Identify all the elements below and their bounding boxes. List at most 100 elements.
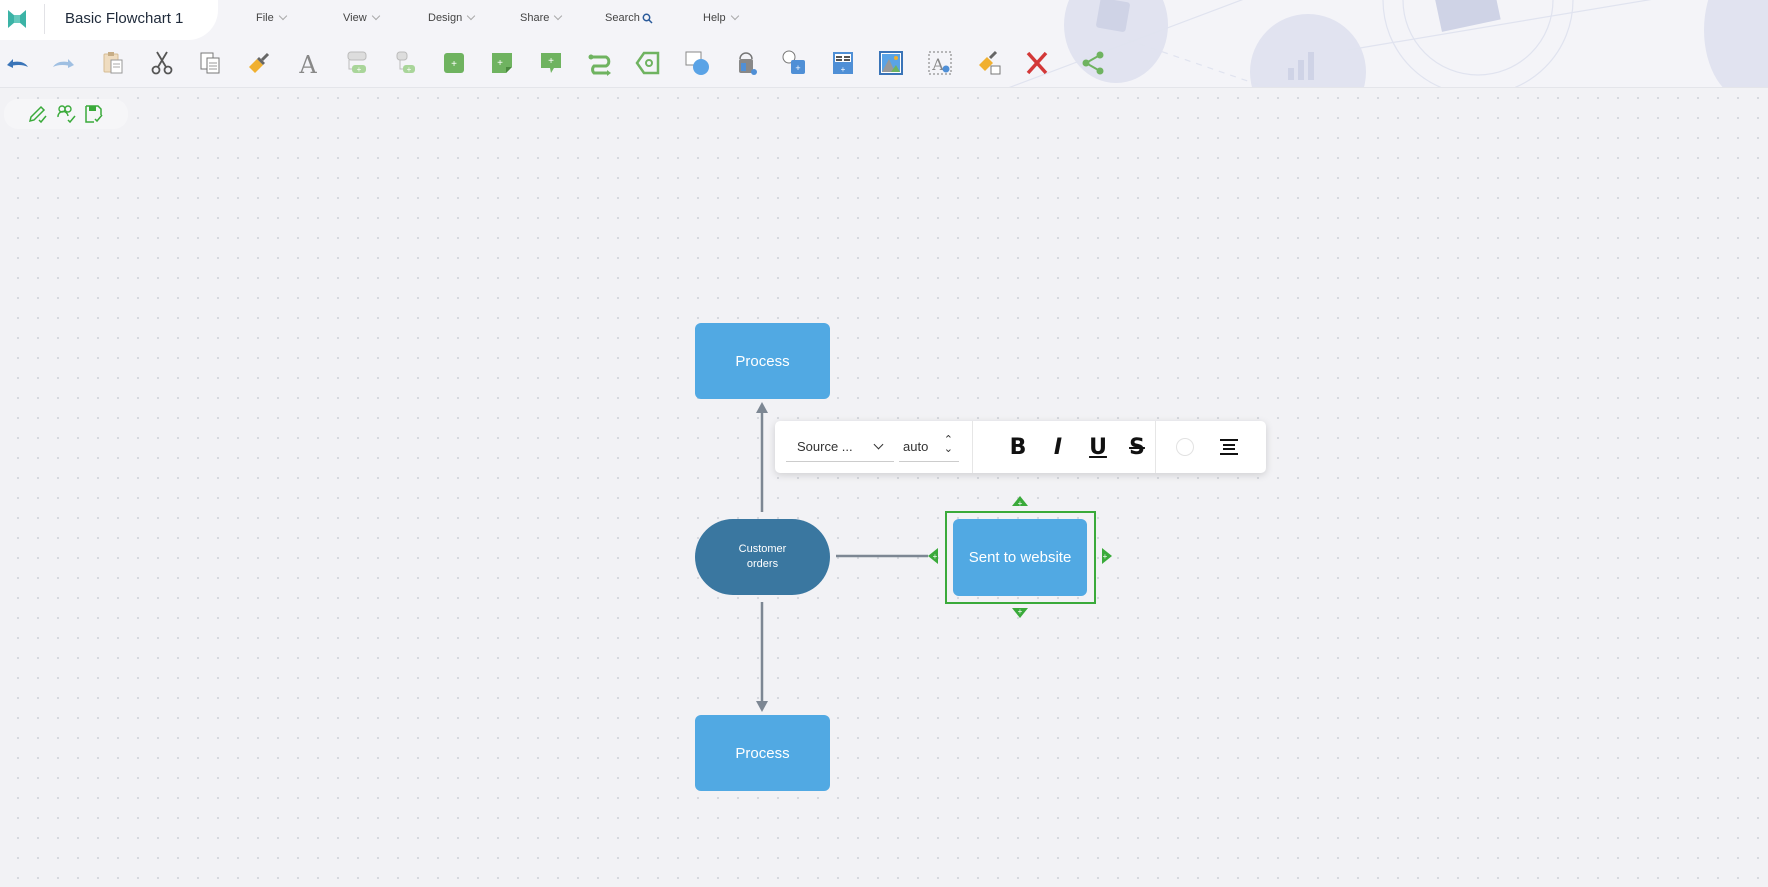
menu-search-label: Search <box>605 12 640 24</box>
stepper-icon[interactable]: ⌃⌄ <box>943 434 953 455</box>
add-image-shape-button[interactable]: + <box>777 46 811 80</box>
fill-button[interactable] <box>729 46 763 80</box>
shape-button[interactable] <box>680 46 714 80</box>
document-tab: Basic Flowchart 1 <box>0 0 218 40</box>
undo-icon <box>7 59 28 68</box>
copy-button[interactable] <box>193 46 227 80</box>
callout-icon: + <box>541 53 561 73</box>
undo-button[interactable] <box>0 46 34 80</box>
menu-search[interactable]: Search <box>605 12 653 24</box>
document-title[interactable]: Basic Flowchart 1 <box>65 10 184 27</box>
svg-text:A: A <box>931 55 944 74</box>
layout-button[interactable]: + <box>826 46 860 80</box>
menu-design[interactable]: Design <box>428 11 476 24</box>
paint-bucket-icon <box>739 52 757 75</box>
add-sibling-topic-icon: + <box>347 51 367 74</box>
chevron-down-icon <box>554 11 563 21</box>
selection-box[interactable] <box>945 511 1096 604</box>
font-size-select[interactable]: auto ⌃⌄ <box>899 432 959 462</box>
clear-format-icon <box>979 50 1001 75</box>
text-a-icon: A <box>298 51 317 77</box>
text-format-popup: Source ... auto ⌃⌄ B I U S <box>775 421 1266 473</box>
logo-separator <box>44 4 45 34</box>
save-button[interactable] <box>82 102 106 126</box>
cut-button[interactable] <box>145 46 179 80</box>
strikethrough-button[interactable]: S <box>1129 434 1145 460</box>
chevron-down-icon <box>371 11 380 21</box>
node-label-line-2: orders <box>746 558 779 570</box>
format-painter-button[interactable] <box>242 46 276 80</box>
align-center-icon[interactable] <box>1217 435 1241 459</box>
divider <box>1155 421 1156 473</box>
font-size-value: auto <box>903 439 929 454</box>
node-label: Customer orders <box>739 542 787 572</box>
chevron-down-icon <box>278 11 287 21</box>
menu-share[interactable]: Share <box>520 11 563 24</box>
node-sent-to-website[interactable]: Sent to website <box>953 519 1087 596</box>
add-node-left-handle[interactable]: + <box>926 547 944 565</box>
clear-format-button[interactable] <box>972 46 1006 80</box>
delete-button[interactable] <box>1020 46 1054 80</box>
node-process-top[interactable]: Process <box>695 323 830 399</box>
arrowhead-up-icon <box>756 402 768 413</box>
font-family-select[interactable]: Source ... <box>786 432 894 462</box>
node-customer-orders[interactable]: Customer orders <box>695 519 830 595</box>
connector-button[interactable] <box>583 46 617 80</box>
menu-file[interactable]: File <box>256 11 287 24</box>
tag-button[interactable] <box>631 46 665 80</box>
add-note-button[interactable]: + <box>485 46 519 80</box>
save-check-icon <box>85 105 103 123</box>
node-process-bottom[interactable]: Process <box>695 715 830 791</box>
delete-x-icon <box>1026 51 1048 75</box>
app-header: Basic Flowchart 1 File View Design Share… <box>0 0 1768 88</box>
chevron-down-icon <box>873 439 884 450</box>
menu-view[interactable]: View <box>343 11 380 24</box>
note-icon: + <box>492 53 512 73</box>
app-logo-icon[interactable] <box>6 8 28 30</box>
copy-icon <box>200 52 220 74</box>
add-sibling-topic-button[interactable]: + <box>339 46 373 80</box>
svg-text:+: + <box>795 63 800 73</box>
add-topic-button[interactable]: + <box>437 46 471 80</box>
svg-text:+: + <box>407 65 412 74</box>
insert-image-button[interactable] <box>874 46 908 80</box>
add-child-topic-button[interactable]: + <box>388 46 422 80</box>
italic-button[interactable]: I <box>1053 434 1063 460</box>
chevron-down-icon <box>467 11 476 21</box>
svg-text:+: + <box>451 59 457 70</box>
text-box-icon: A <box>928 51 952 75</box>
quick-actions-bar <box>4 99 128 129</box>
menu-design-label: Design <box>428 12 463 24</box>
text-button[interactable]: A <box>291 46 325 80</box>
format-painter-icon <box>249 52 270 73</box>
insert-text-box-button[interactable]: A <box>923 46 957 80</box>
add-node-down-handle[interactable]: + <box>1011 602 1029 620</box>
edit-mode-button[interactable] <box>26 102 50 126</box>
svg-text:A: A <box>298 51 317 77</box>
node-label-line-1: Customer <box>738 543 787 555</box>
bold-button[interactable]: B <box>1009 434 1027 460</box>
text-color-picker[interactable] <box>1176 438 1194 456</box>
pencil-check-icon <box>28 105 47 124</box>
svg-text:+: + <box>548 56 554 67</box>
menu-help[interactable]: Help <box>703 11 739 24</box>
add-child-topic-icon: + <box>396 51 415 74</box>
svg-text:+: + <box>1103 552 1108 561</box>
share-button[interactable] <box>1076 46 1110 80</box>
menu-share-label: Share <box>520 12 550 24</box>
svg-text:+: + <box>497 58 503 69</box>
svg-text:+: + <box>1018 499 1023 508</box>
collaborate-button[interactable] <box>54 102 78 126</box>
svg-text:+: + <box>933 552 938 561</box>
redo-button[interactable] <box>47 46 81 80</box>
underline-button[interactable]: U <box>1089 434 1107 460</box>
users-check-icon <box>57 105 76 124</box>
header-decoration <box>1008 0 1768 87</box>
add-callout-button[interactable]: + <box>534 46 568 80</box>
divider <box>972 421 973 473</box>
font-family-value: Source ... <box>797 439 853 454</box>
add-node-right-handle[interactable]: + <box>1096 547 1114 565</box>
paste-button[interactable] <box>96 46 130 80</box>
add-node-up-handle[interactable]: + <box>1011 494 1029 512</box>
tag-icon <box>635 51 660 75</box>
